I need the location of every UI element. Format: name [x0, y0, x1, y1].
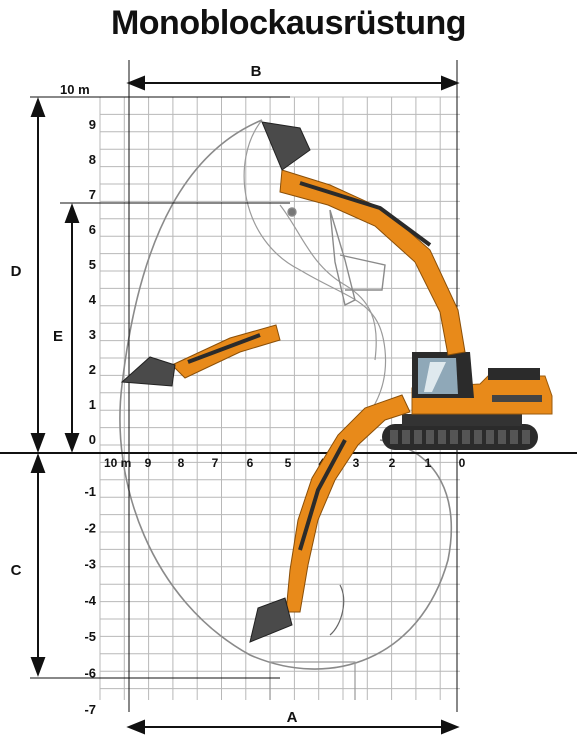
boom-raised: [261, 121, 466, 356]
reach-envelope: [119, 119, 453, 670]
ghost-arm: [287, 207, 386, 307]
y-axis-label: 5: [89, 257, 96, 272]
y-axis-label: 0: [89, 432, 96, 447]
counterweight-stripe: [492, 395, 542, 402]
y-axis-label: 8: [89, 152, 96, 167]
dimension-label-C: C: [11, 562, 22, 579]
y-axis-label: -7: [84, 702, 96, 717]
y-axis-label: 9: [89, 117, 96, 132]
y-axis-label: -3: [84, 557, 96, 572]
dimension-label-A: A: [287, 709, 298, 726]
y-axis-label: 6: [89, 222, 96, 237]
y-axis-label: 3: [89, 327, 96, 342]
undercarriage: [402, 414, 522, 426]
dimension-A: [126, 719, 460, 735]
bucket-low-reach: [120, 356, 176, 387]
x-axis-label: 7: [212, 456, 219, 470]
boom-dig: [249, 394, 411, 643]
bottom-trench-outline: [269, 661, 356, 700]
x-axis-label: 8: [178, 456, 185, 470]
y-axis-label: 10 m: [60, 82, 90, 97]
x-axis-label: 2: [389, 456, 396, 470]
upper-structure: [411, 375, 553, 415]
x-axis-label: 3: [353, 456, 360, 470]
x-axis-label: 6: [247, 456, 254, 470]
x-axis-label: 9: [145, 456, 152, 470]
excavator: [382, 352, 553, 450]
y-axis-label: 7: [89, 187, 96, 202]
y-axis-label: -1: [84, 484, 96, 499]
y-axis-label: -6: [84, 666, 96, 681]
x-axis-label: 5: [285, 456, 292, 470]
cab-window-glare: [424, 362, 446, 392]
engine-hood: [488, 368, 540, 380]
dimension-label-B: B: [251, 63, 262, 80]
inner-envelope: [243, 119, 387, 451]
dimension-C: [30, 453, 46, 677]
track-links: [390, 430, 530, 444]
x-axis-label: 0: [459, 456, 466, 470]
y-axis-labels: 10 m 9 8 7 6 5 4 3 2 1 0 -1 -2 -3 -4 -5 -6 -7: [60, 82, 97, 717]
y-axis-label: -5: [84, 629, 96, 644]
x-axis-label: 10 m: [104, 456, 131, 470]
dimension-D: [30, 97, 46, 453]
y-axis-label: 1: [89, 397, 96, 412]
low-reach-curve: [329, 584, 345, 636]
dimension-E: [64, 203, 80, 453]
x-axis-label: 1: [425, 456, 432, 470]
dimension-label-D: D: [11, 263, 22, 280]
bucket-raised: [261, 121, 311, 171]
y-axis-label: 2: [89, 362, 96, 377]
y-axis-label: -2: [84, 520, 96, 535]
dimension-label-E: E: [53, 328, 63, 345]
y-axis-label: -4: [84, 593, 96, 608]
bucket-trace-envelope: [279, 204, 377, 361]
dimension-B: [126, 75, 460, 91]
bucket-dig: [249, 597, 293, 643]
boom-low-reach: [120, 324, 281, 387]
y-axis-label: 4: [89, 292, 97, 307]
page-title: Monoblockausrüstung: [110, 4, 467, 42]
